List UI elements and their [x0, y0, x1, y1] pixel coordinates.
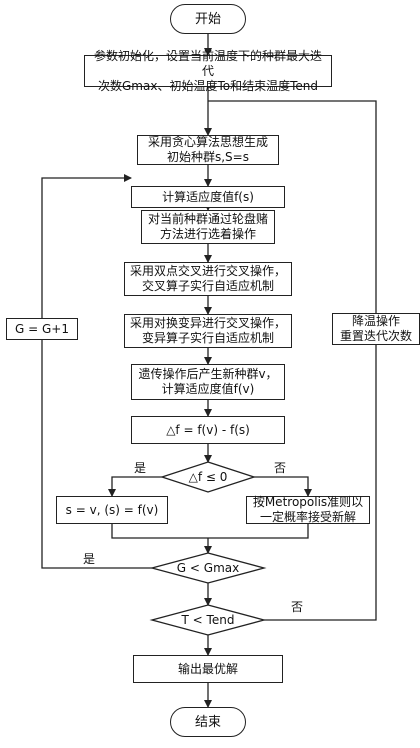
label-yes-delta: 是: [133, 461, 148, 475]
new-population-box: 遗传操作后产生新种群v， 计算适应度值f(v): [131, 364, 285, 400]
selection-box: 对当前种群通过轮盘赌 方法进行选着操作: [141, 210, 275, 244]
start-terminal: 开始: [170, 4, 246, 34]
edge-cond2-yes: [41, 340, 152, 569]
decision-shape-t-tend: [149, 604, 267, 636]
edge-cond1-no: [254, 476, 312, 497]
decision-t-tend-label: T < Tend: [181, 613, 235, 627]
generation-increment-box: G = G+1: [6, 318, 78, 340]
end-terminal: 结束: [170, 707, 246, 737]
label-no-tend: 否: [290, 600, 305, 614]
mutation-box: 采用对换变异进行交叉操作， 变异算子实行自适应机制: [124, 314, 292, 348]
output-best-box: 输出最优解: [133, 655, 283, 683]
cooling-box: 降温操作 重置迭代次数: [332, 313, 420, 345]
edge-cond1-yes: [108, 476, 162, 497]
greedy-init-box: 采用贪心算法思想生成 初始种群s,S=s: [137, 135, 279, 165]
edge-ginc-fitness: [41, 174, 132, 318]
edge-accept-merge: [111, 524, 208, 539]
accept-new-solution-box: s = v, (s) = f(v): [56, 496, 168, 524]
decision-shape-delta-f: [159, 461, 257, 493]
fitness-box: 计算适应度值f(s): [131, 186, 285, 208]
init-params-box: 参数初始化，设置当前温度下的种群最大迭代 次数Gmax、初始温度To和结束温度T…: [84, 49, 332, 93]
edge-cond3-no: [264, 345, 377, 621]
metropolis-box: 按Metropolis准则以 一定概率接受新解: [246, 495, 370, 524]
delta-f-box: △f = f(v) - f(s): [131, 416, 285, 444]
label-yes-gmax: 是: [82, 552, 97, 566]
crossover-box: 采用双点交叉进行交叉操作， 交叉算子实行自适应机制: [124, 262, 292, 296]
decision-shape-g-gmax: [149, 552, 267, 584]
decision-g-gmax-label: G < Gmax: [176, 561, 240, 575]
decision-delta-f-label: △f ≤ 0: [188, 470, 228, 484]
edge-cool-greedy: [208, 100, 377, 313]
label-no-delta: 否: [273, 461, 288, 475]
edge-metro-merge: [208, 524, 309, 539]
